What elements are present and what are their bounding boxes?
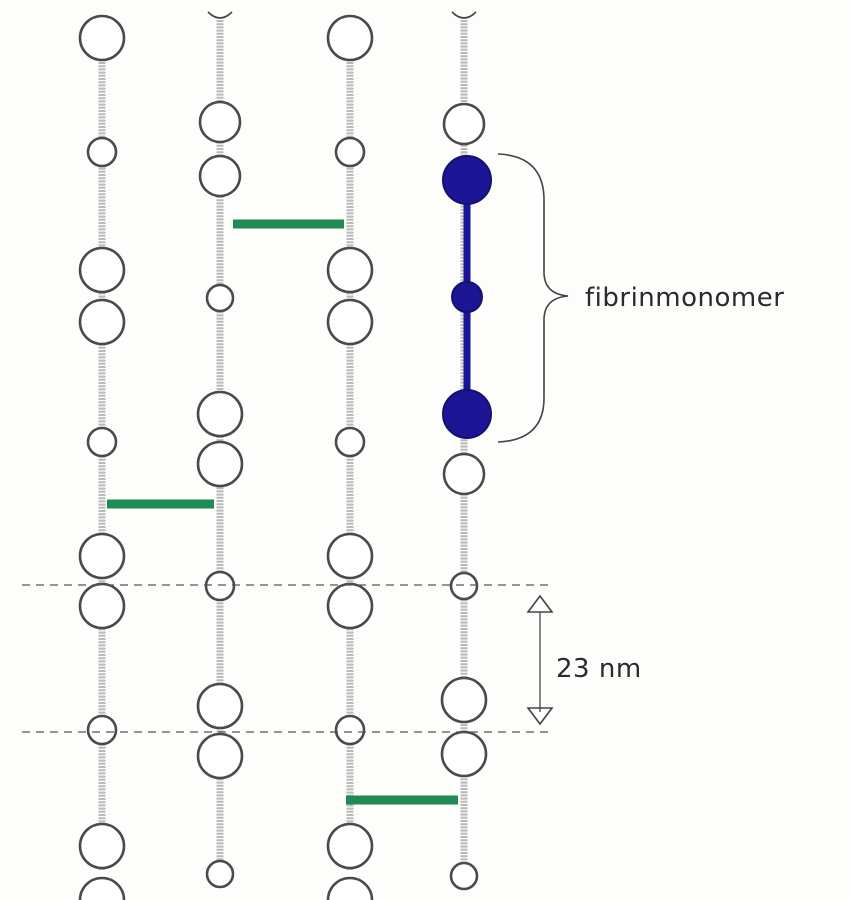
fibrin-strand-3: [326, 14, 374, 900]
period-double-arrow: [526, 594, 554, 726]
monomer-label: fibrinmonomer: [585, 283, 784, 313]
spacing-label: 23 nm: [556, 654, 642, 684]
fibrin-strand-2: [196, 11, 244, 889]
fibrin-strand-4: [440, 11, 488, 891]
fibrin-strand-1: [78, 14, 126, 900]
monomer-brace: [497, 153, 569, 443]
crosslinks: [107, 219, 458, 805]
fibrin-monomer-highlight: [442, 155, 492, 439]
